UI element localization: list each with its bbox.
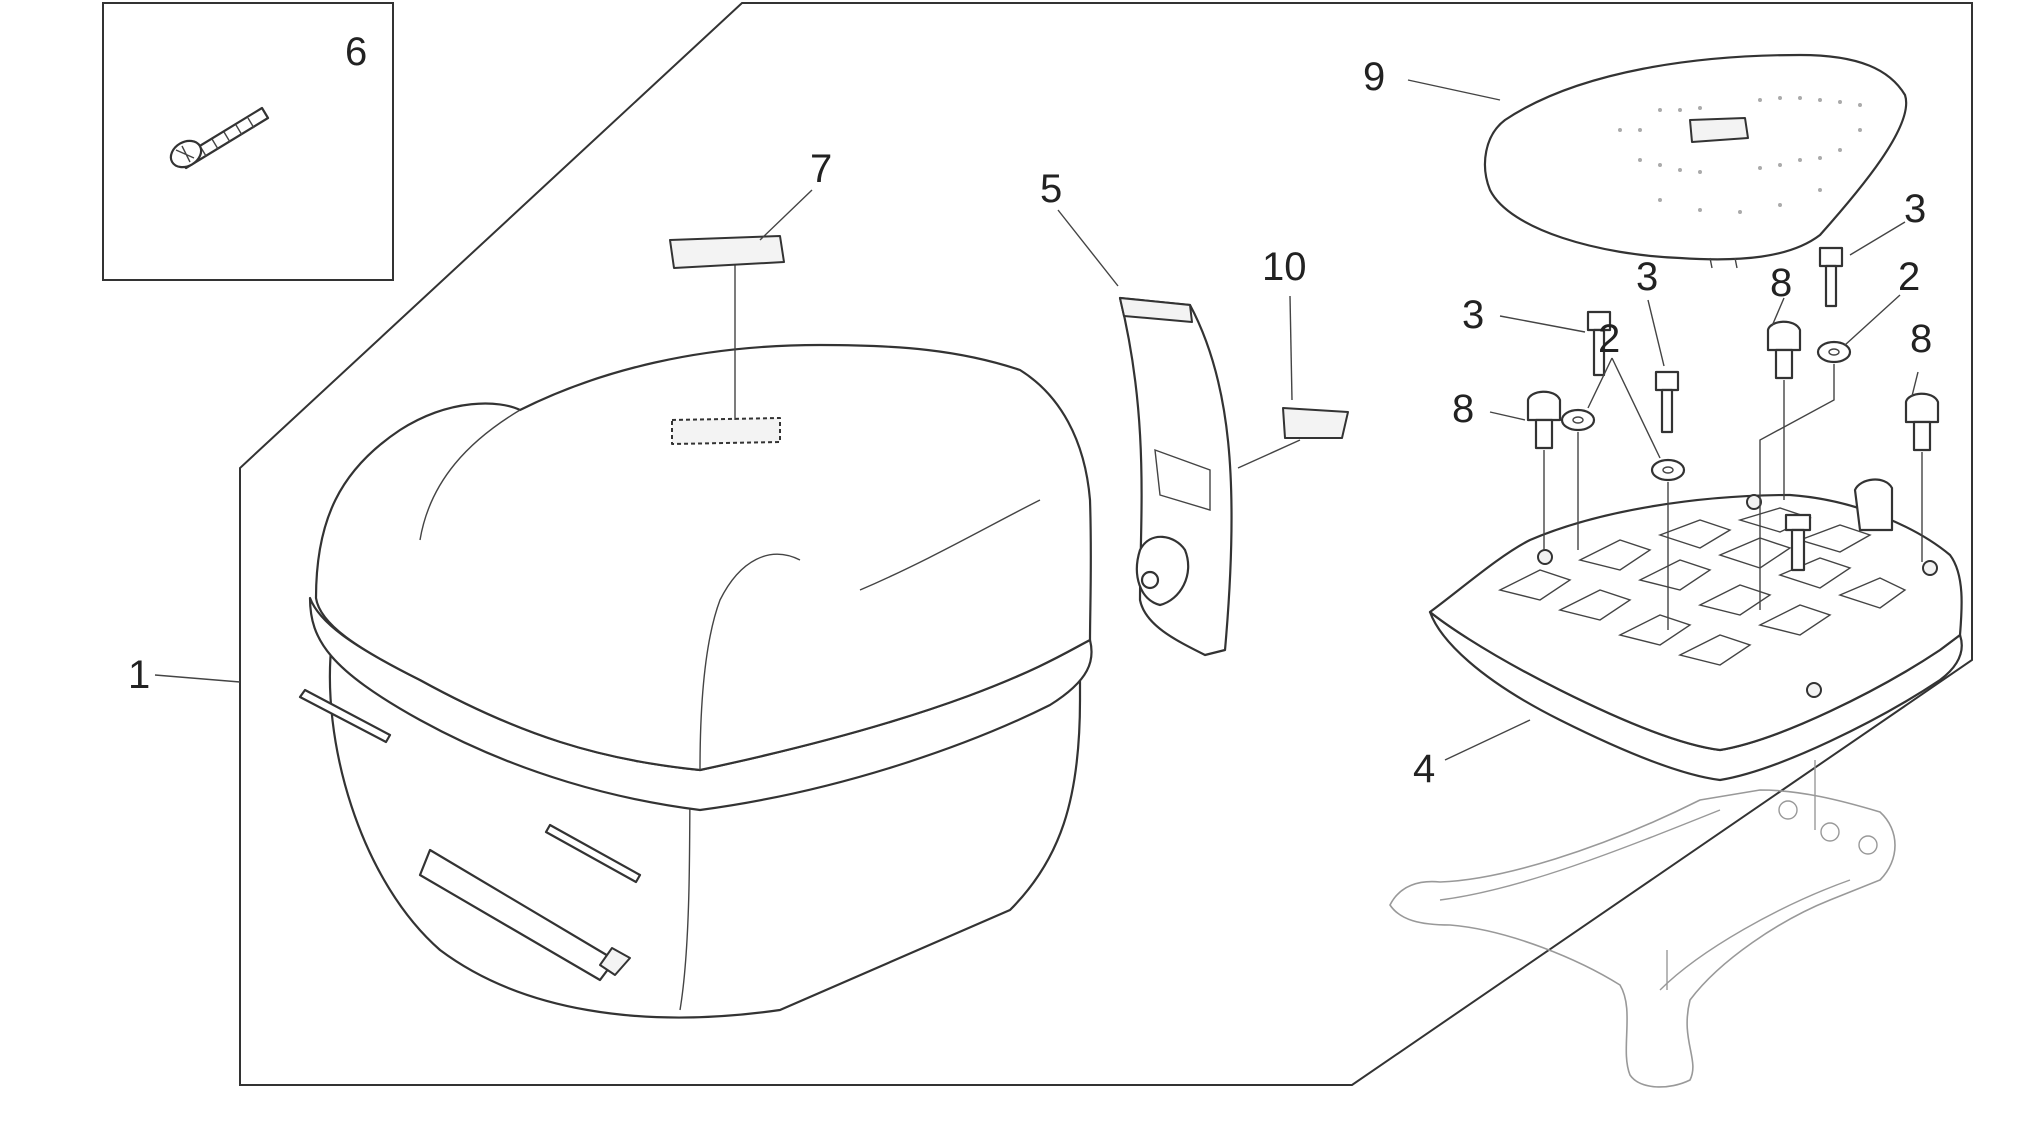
callout-3-left: 3 — [1462, 293, 1484, 337]
pad-part[interactable] — [1282, 407, 1349, 439]
screw-inset-box: 6 — [102, 2, 394, 281]
callout-10: 10 — [1262, 245, 1307, 289]
leader-3-left — [1499, 315, 1586, 333]
callout-2-left: 2 — [1598, 317, 1620, 361]
bolt-3-mid[interactable] — [1654, 370, 1680, 434]
callout-7: 7 — [810, 147, 832, 191]
callout-3-right: 3 — [1904, 187, 1926, 231]
leader-8-right — [1911, 371, 1919, 397]
knob-8-mid[interactable] — [1766, 320, 1802, 380]
bolt-3-right[interactable] — [1818, 246, 1844, 308]
bolt-3-left[interactable] — [1586, 310, 1612, 377]
leader-10b — [1237, 439, 1301, 469]
washer-2-left[interactable] — [1560, 408, 1596, 432]
screw-part[interactable] — [166, 106, 270, 172]
callout-2-right: 2 — [1898, 255, 1920, 299]
leader-8-mid — [1771, 297, 1785, 327]
callout-8-right: 8 — [1910, 317, 1932, 361]
assembly-boundary — [239, 2, 1973, 1086]
badge-part[interactable] — [669, 235, 785, 269]
leader-2-right — [1844, 294, 1901, 346]
washer-2-right[interactable] — [1816, 340, 1852, 364]
leader-7 — [759, 189, 813, 241]
assembly-lines — [1543, 364, 1923, 630]
leader-1 — [154, 674, 241, 683]
callout-1: 1 — [128, 653, 150, 697]
top-case[interactable] — [298, 343, 1093, 1019]
leader-2-left — [1587, 357, 1661, 459]
leader-4 — [1444, 719, 1531, 761]
callout-8-mid: 8 — [1770, 261, 1792, 305]
leader-9 — [1407, 79, 1501, 101]
callout-8-left: 8 — [1452, 387, 1474, 431]
callout-9: 9 — [1363, 55, 1385, 99]
knob-8-left[interactable] — [1526, 390, 1562, 450]
leader-8-left — [1489, 411, 1526, 421]
washer-2-mid[interactable] — [1650, 458, 1686, 482]
leader-10 — [1289, 295, 1293, 401]
leader-3-right — [1849, 221, 1906, 256]
rack-frame — [1389, 760, 1896, 1088]
leader-5 — [1057, 209, 1119, 287]
backrest-pad[interactable] — [1483, 53, 1908, 269]
leader-3-mid — [1647, 299, 1665, 367]
callout-6: 6 — [345, 30, 367, 74]
latch-plate[interactable] — [1118, 296, 1233, 657]
callout-3-mid: 3 — [1636, 255, 1658, 299]
callout-4: 4 — [1413, 747, 1435, 791]
knob-8-right[interactable] — [1904, 392, 1940, 452]
callout-5: 5 — [1040, 167, 1062, 211]
mounting-plate[interactable] — [1428, 478, 1963, 782]
